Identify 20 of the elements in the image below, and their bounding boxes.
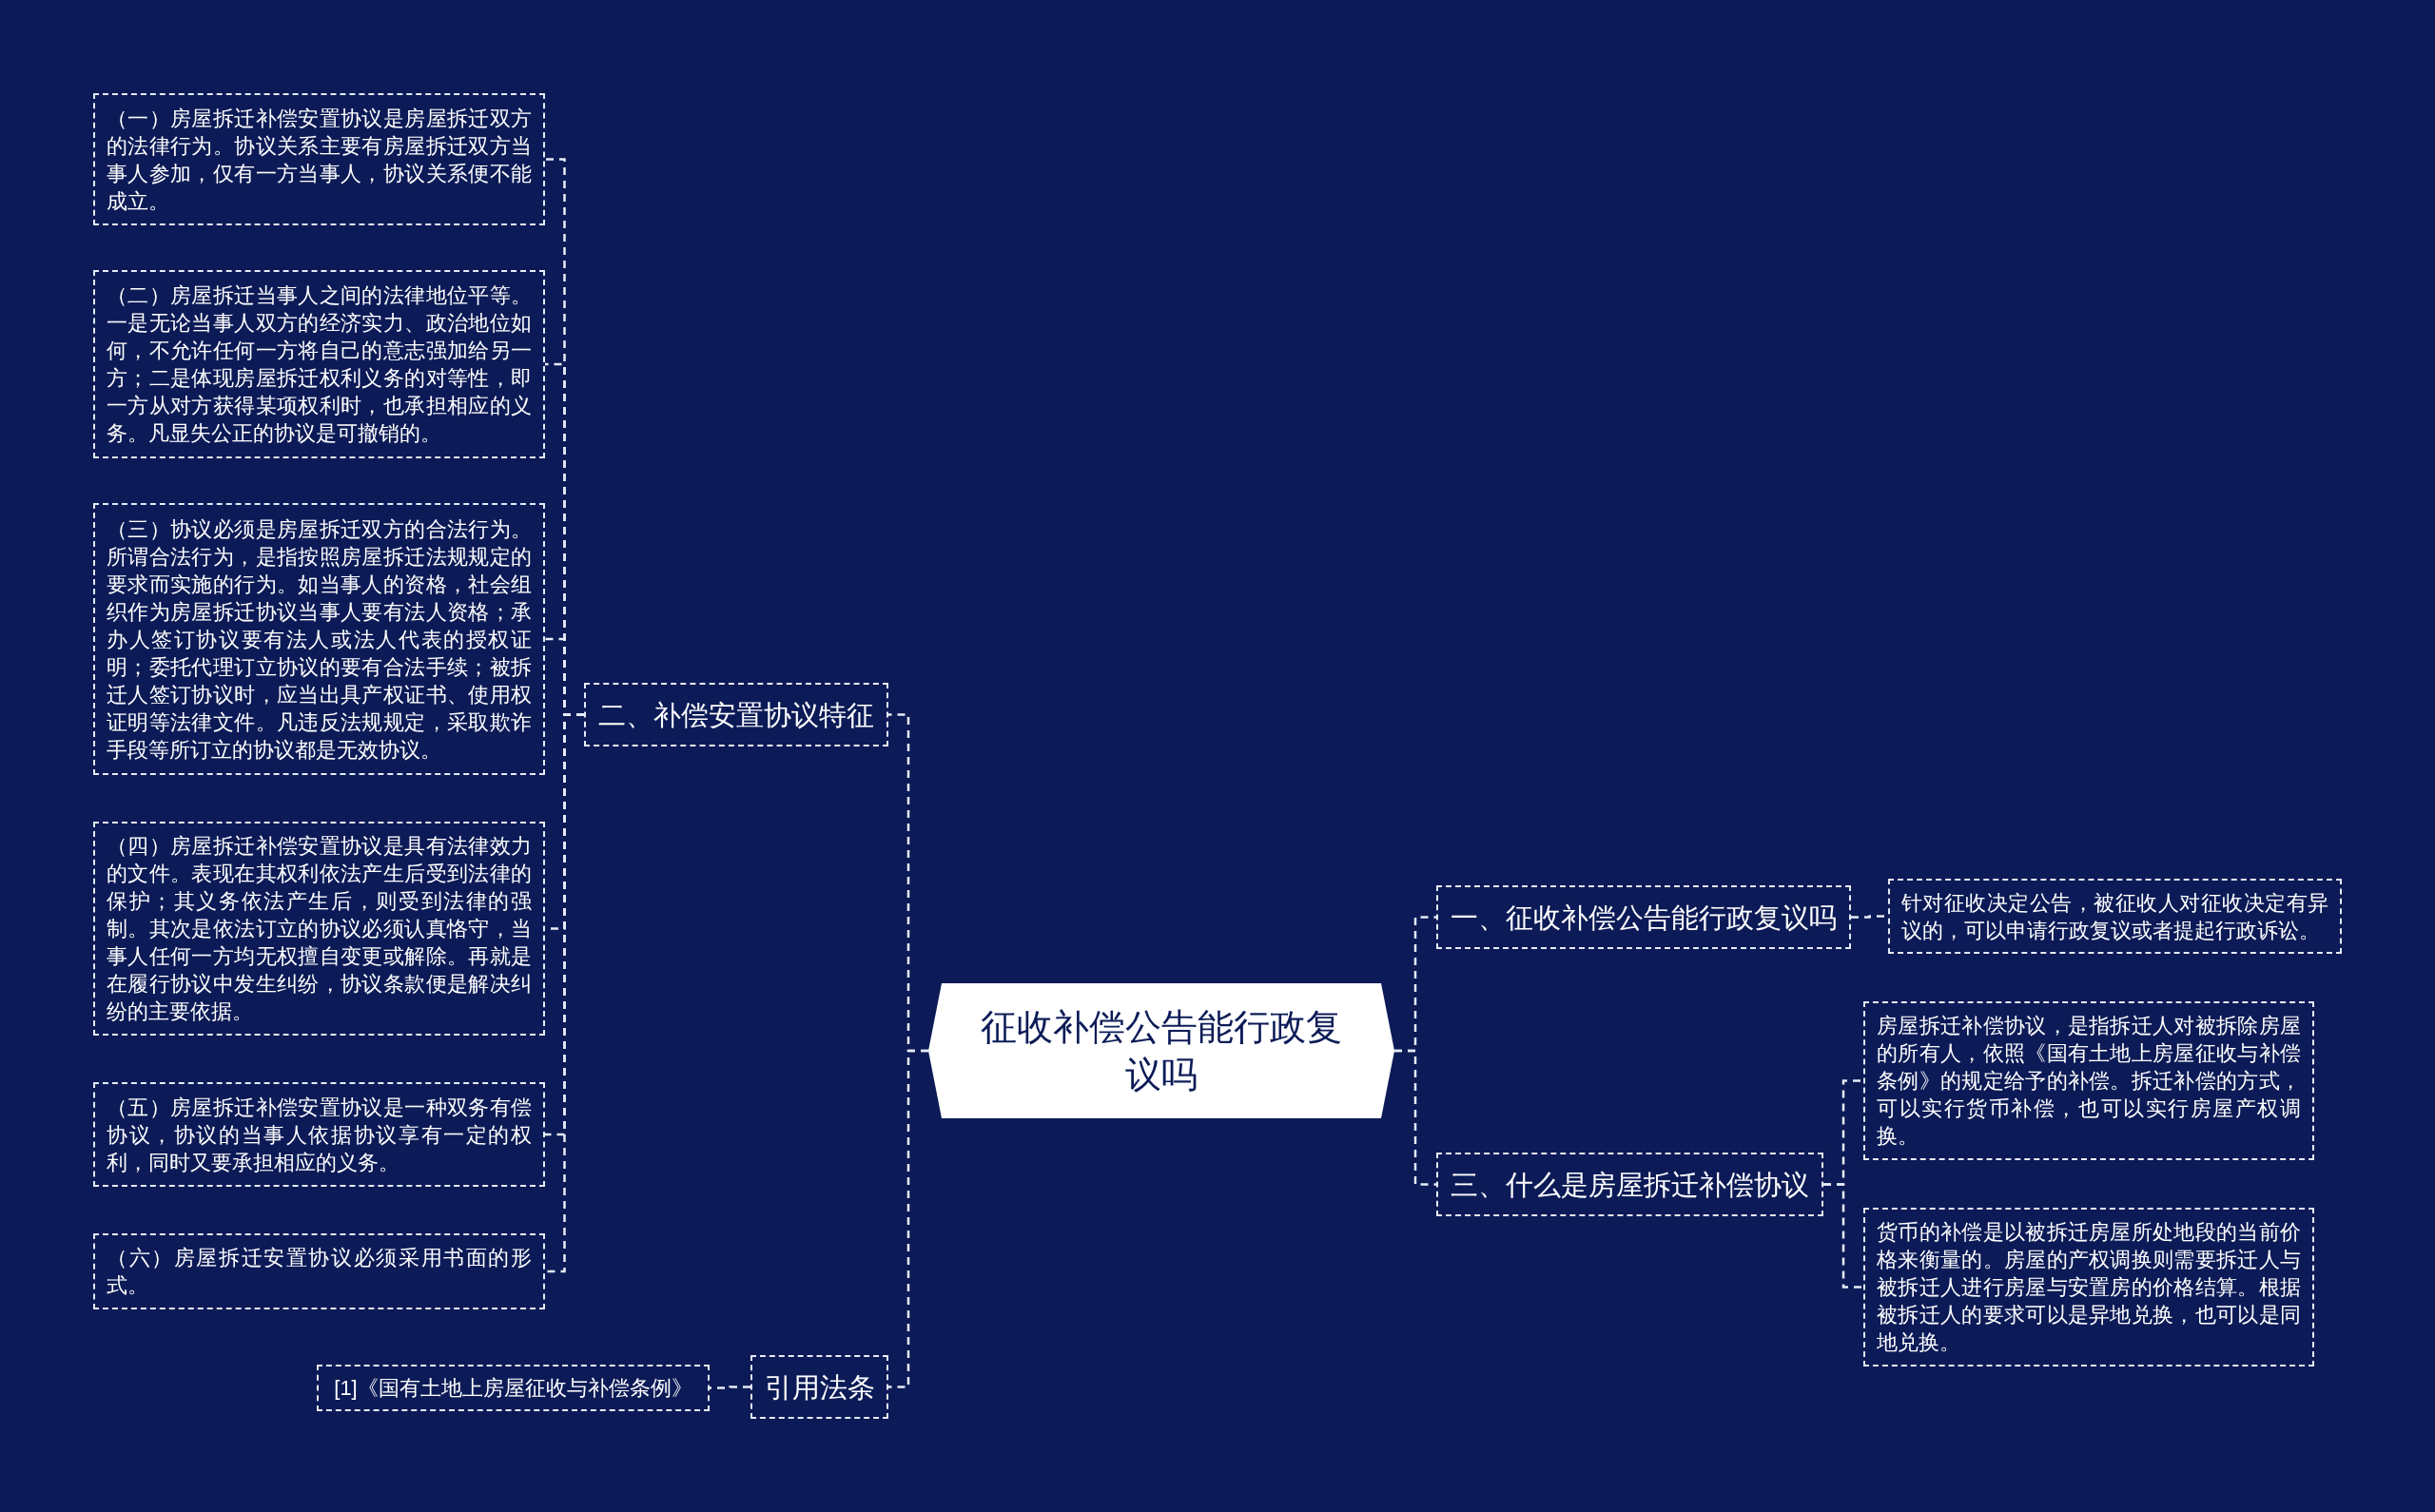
text-box: （一）房屋拆迁补偿安置协议是房屋拆迁双方的法律行为。协议关系主要有房屋拆迁双方当事人参加，仅有一方当事人，协议关系便不能成立。 bbox=[93, 93, 545, 225]
text-box: （六）房屋拆迁安置协议必须采用书面的形式。 bbox=[93, 1233, 545, 1309]
connector-line bbox=[888, 1049, 928, 1388]
text-box: （三）协议必须是房屋拆迁双方的合法行为。所谓合法行为，是指按照房屋拆迁法规规定的要求而实施的行为。如当事人的资格，社会组织作为房屋拆迁协议当事人要有法人资格；承办人签订协议要有法人或法人代表的授权证明；委托代理订立协议的要有合法手续；被拆迁人签订协议时，应当出具产权证书、使用权证明等法律文件。凡违反法规规定，采取欺诈手段等所订立的协议都是无效协议。 bbox=[93, 503, 545, 775]
topic-box: 引用法条 bbox=[750, 1355, 888, 1419]
connector-line bbox=[710, 1386, 750, 1389]
central-topic: 征收补偿公告能行政复议吗 bbox=[928, 983, 1394, 1118]
text-box: 针对征收决定公告，被征收人对征收决定有异议的，可以申请行政复议或者提起行政诉讼。 bbox=[1888, 879, 2342, 954]
topic-box: 二、补偿安置协议特征 bbox=[584, 683, 888, 746]
topic-box: 三、什么是房屋拆迁补偿协议 bbox=[1436, 1153, 1823, 1216]
text-box: （五）房屋拆迁补偿安置协议是一种双务有偿协议，协议的当事人依据协议享有一定的权利，同时又要承担相应的义务。 bbox=[93, 1082, 545, 1187]
text-box: 房屋拆迁补偿协议，是指拆迁人对被拆除房屋的所有人，依照《国有土地上房屋征收与补偿条例》的规定给予的补偿。拆迁补偿的方式，可以实行货币补偿，也可以实行房屋产权调换。 bbox=[1863, 1001, 2314, 1160]
connector-line bbox=[545, 713, 584, 1273]
connector-line bbox=[1823, 1183, 1863, 1289]
text-box: 货币的补偿是以被拆迁房屋所处地段的当前价格来衡量的。房屋的产权调换则需要拆迁人与被拆迁人进行房屋与安置房的价格结算。根据被拆迁人的要求可以是异地兑换，也可以是同地兑换。 bbox=[1863, 1208, 2314, 1367]
topic-box: 一、征收补偿公告能行政复议吗 bbox=[1436, 885, 1851, 949]
text-box: [1]《国有土地上房屋征收与补偿条例》 bbox=[317, 1365, 710, 1411]
text-box: （四）房屋拆迁补偿安置协议是具有法律效力的文件。表现在其权利依法产生后受到法律的保护；其义务依法产生后，则受到法律的强制。其次是依法订立的协议必须认真恪守，当事人任何一方均无权擅自变更或解除。再就是在履行协议中发生纠纷，协议条款便是解决纠纷的主要依据。 bbox=[93, 822, 545, 1036]
connector-line bbox=[1394, 1049, 1436, 1186]
text-box: （二）房屋拆迁当事人之间的法律地位平等。一是无论当事人双方的经济实力、政治地位如何，不允许任何一方将自己的意志强加给另一方；二是体现房屋拆迁权利义务的对等性，即一方从对方获得某项权利时，也承担相应的义务。凡显失公正的协议是可撤销的。 bbox=[93, 270, 545, 458]
